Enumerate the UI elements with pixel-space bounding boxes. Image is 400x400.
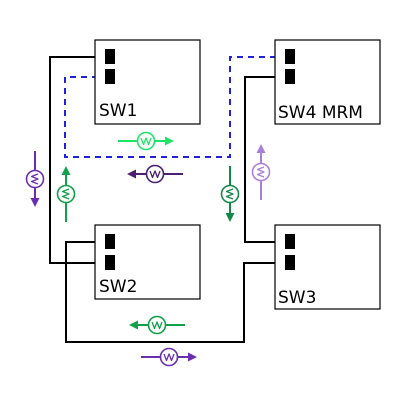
frame-indicator-left-up: [56, 166, 76, 222]
w-glyph-icon: [151, 321, 163, 330]
arrow-head-icon: [256, 144, 266, 153]
w-glyph-icon: [163, 353, 175, 362]
frame-indicator-far-left-down: [25, 151, 45, 207]
switch-label: SW2: [99, 277, 137, 297]
w-glyph-icon: [140, 137, 152, 146]
arrow-head-icon: [127, 169, 136, 179]
arrow-head-icon: [188, 352, 197, 362]
arrow-head-icon: [129, 320, 138, 330]
switch-label: SW4 MRM: [278, 103, 363, 123]
w-glyph-icon: [225, 188, 234, 200]
w-circle-icon: [25, 169, 45, 189]
arrow-head-icon: [165, 136, 174, 146]
port-icon: [105, 234, 115, 249]
port-icon: [105, 49, 115, 64]
arrow-head-icon: [30, 198, 40, 207]
cable-sw1-sw2: [49, 56, 109, 264]
port-icon: [285, 49, 295, 64]
switch-label: SW3: [278, 288, 316, 308]
w-circle-icon: [251, 162, 271, 182]
w-circle-icon: [147, 315, 167, 335]
port-icon: [285, 255, 295, 270]
switch-sw2: SW2: [94, 224, 201, 300]
w-circle-icon: [136, 131, 156, 151]
w-glyph-icon: [256, 166, 265, 178]
w-glyph-icon: [30, 173, 39, 185]
w-circle-icon: [159, 347, 179, 367]
port-icon: [285, 234, 295, 249]
cable-sw1-sw4-blocked: [64, 56, 289, 158]
switch-sw1: SW1: [94, 39, 201, 125]
frame-indicator-mid-down: [220, 166, 240, 222]
port-icon: [285, 69, 295, 84]
cable-sw4-sw3: [244, 76, 290, 243]
w-circle-icon: [56, 184, 76, 204]
w-glyph-icon: [61, 188, 70, 200]
frame-indicator-center-left: [127, 164, 183, 184]
w-circle-icon: [220, 184, 240, 204]
switch-label: SW1: [99, 101, 137, 121]
frame-indicators: [25, 131, 271, 367]
frame-indicator-bottom-right: [141, 347, 197, 367]
arrow-head-icon: [225, 213, 235, 222]
switch-sw3: SW3: [274, 224, 381, 310]
arrow-head-icon: [61, 166, 71, 175]
switch-sw4-mrm: SW4 MRM: [274, 39, 381, 125]
frame-indicator-bottom-left: [129, 315, 185, 335]
cable-sw2-sw3: [65, 241, 290, 343]
frame-indicator-right-up: [251, 144, 271, 200]
w-circle-icon: [145, 164, 165, 184]
port-icon: [105, 255, 115, 270]
frame-indicator-top-right: [118, 131, 174, 151]
w-glyph-icon: [149, 170, 161, 179]
port-icon: [105, 69, 115, 84]
